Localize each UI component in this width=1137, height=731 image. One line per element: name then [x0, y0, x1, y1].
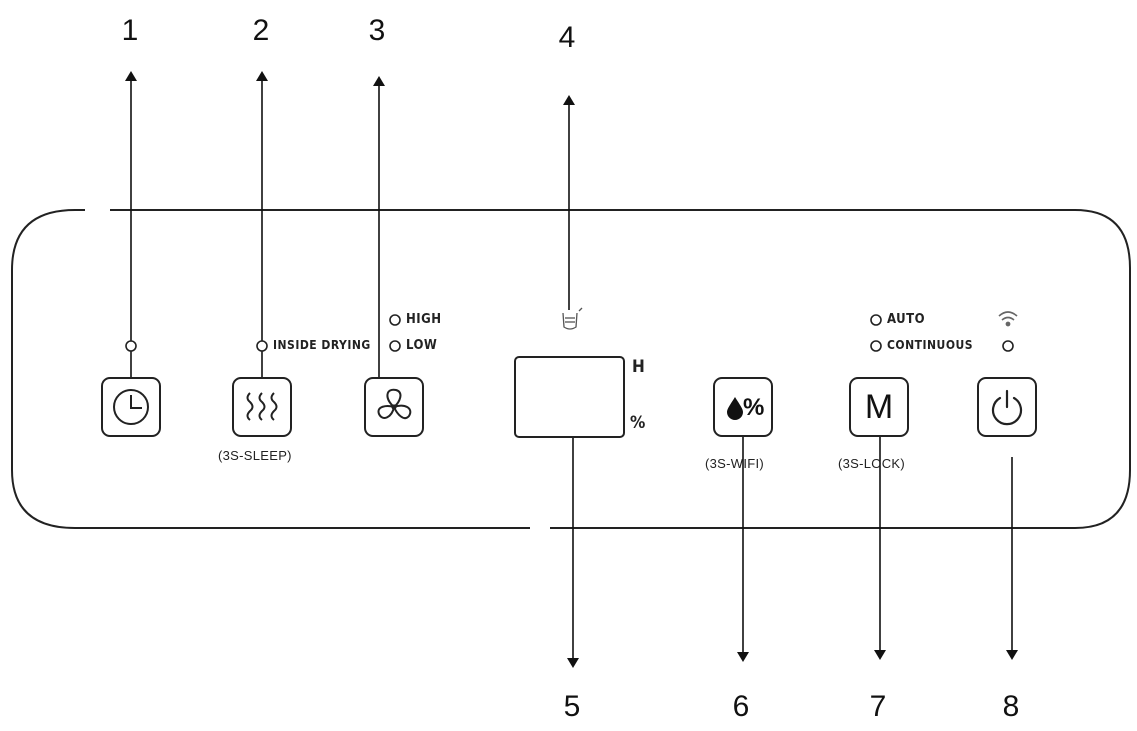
power-button[interactable]	[977, 377, 1037, 437]
callout-6: 6	[732, 690, 750, 723]
heat-waves-icon	[246, 392, 278, 421]
humidity-display	[514, 356, 625, 438]
humidity-button[interactable]	[713, 377, 773, 437]
mode-button-label-box: M	[850, 378, 908, 436]
panel-outline	[11, 209, 1131, 529]
auto-led	[870, 314, 882, 326]
callout-3: 3	[368, 14, 386, 47]
mode-button-label: M	[864, 388, 894, 426]
high-label: HIGH	[406, 312, 442, 327]
display-unit-percent: %	[630, 413, 646, 433]
continuous-label: CONTINUOUS	[887, 338, 974, 352]
sleep-sublabel: (3S-SLEEP)	[218, 448, 292, 463]
humidity-percent-glyph: %	[743, 394, 765, 421]
display-unit-h: H	[632, 357, 645, 377]
inside-drying-label: INSIDE DRYING	[273, 338, 371, 352]
continuous-led	[870, 340, 882, 352]
wifi-led	[1002, 340, 1014, 352]
sleep-button[interactable]	[232, 377, 292, 437]
wifi-sublabel: (3S-WIFI)	[705, 456, 765, 471]
callout-5: 5	[563, 690, 581, 723]
callout-8: 8	[1002, 690, 1020, 723]
lock-sublabel: (3S-LOCK)	[838, 456, 905, 471]
high-led	[389, 314, 401, 326]
timer-indicator-led	[125, 340, 137, 352]
water-tank-icon	[562, 307, 583, 330]
callout-7: 7	[869, 690, 887, 723]
callout-1: 1	[121, 14, 139, 47]
callout-2: 2	[252, 14, 270, 47]
low-led	[389, 340, 401, 352]
inside-drying-led	[256, 340, 268, 352]
timer-button[interactable]	[101, 377, 161, 437]
fan-button[interactable]	[364, 377, 424, 437]
droplet-icon	[727, 397, 743, 420]
callout-4: 4	[558, 21, 576, 54]
wifi-icon	[998, 311, 1018, 327]
fan-icon	[377, 388, 412, 420]
mode-button[interactable]	[849, 377, 909, 437]
auto-label: AUTO	[887, 312, 926, 327]
clock-icon	[113, 389, 149, 425]
low-label: LOW	[406, 338, 438, 353]
power-icon	[991, 389, 1023, 426]
